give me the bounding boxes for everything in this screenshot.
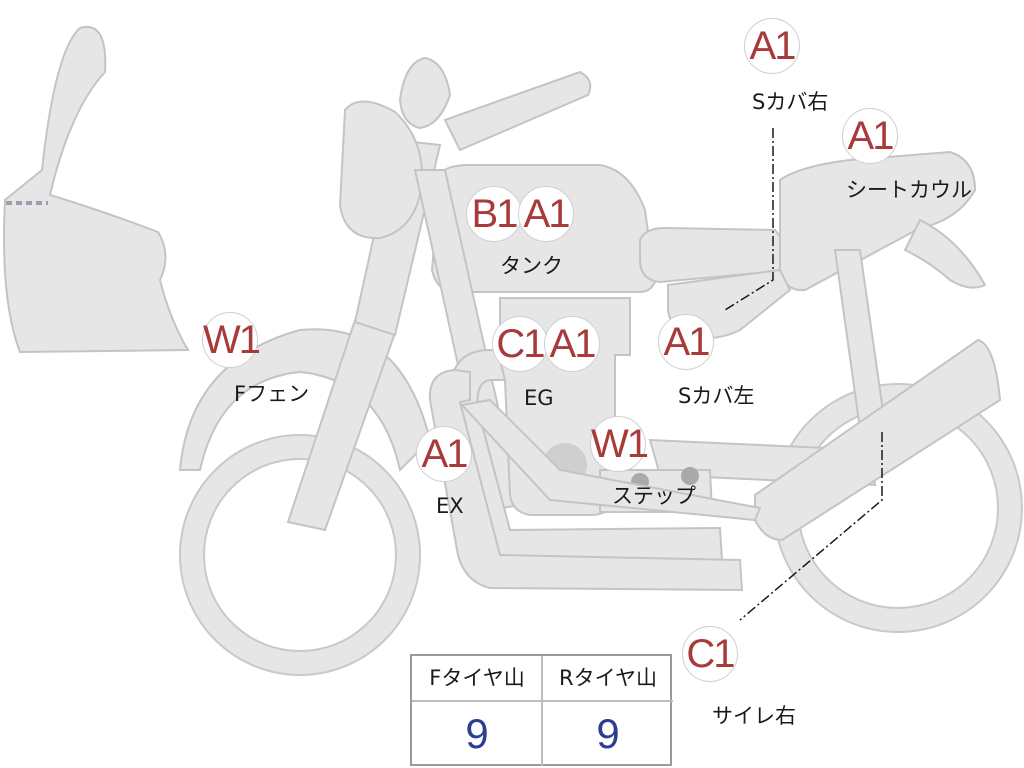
grade-badge-engine-1: C1 [492,316,548,372]
value-front-tire: 9 [465,710,489,757]
label-s-cover-left: Sカバ左 [678,384,755,408]
header-front-tire: Fタイヤ山 [412,656,542,702]
value-rear-tire: 9 [596,710,620,757]
grade-badge-front-fender: W1 [202,312,261,368]
grade-badge-s-cover-right: A1 [744,18,800,74]
label-engine: EG [524,386,554,410]
grade-badge-engine-2: A1 [544,316,600,372]
header-rear-tire: Rタイヤ山 [543,656,673,702]
tire-tread-table: Fタイヤ山 Rタイヤ山 9 9 [410,654,673,766]
label-step: ステップ [612,484,696,508]
grade-badge-silencer-right: C1 [682,626,738,682]
label-tank: タンク [500,254,563,278]
handlebar-left [398,56,452,130]
grade-badge-tank-2: A1 [518,186,574,242]
rear-tail [903,218,987,289]
front-wheel [179,434,421,676]
label-seat-cowl: シートカウル [846,178,972,202]
grade-badge-seat-cowl: A1 [842,108,898,164]
label-s-cover-right: Sカバ右 [752,90,829,114]
grade-badge-s-cover-left: A1 [658,314,714,370]
label-exhaust: EX [436,494,464,518]
grade-badge-exhaust: A1 [416,426,472,482]
leader-line-scover-right [724,128,774,311]
label-silencer-right: サイレ右 [712,704,796,728]
seat-cowl-shape [779,150,977,292]
frame-cradle [428,368,744,592]
grade-badge-tank-1: B1 [466,186,522,242]
front-fairing [3,25,190,354]
silencer [754,338,1002,542]
grade-badge-step: W1 [590,416,649,472]
leader-line-silencer-right [739,432,883,621]
handlebar-right [443,70,592,152]
table-divider [541,656,543,766]
label-front-fender: Fフェン [234,382,310,406]
exhaust-pipe [460,398,762,522]
